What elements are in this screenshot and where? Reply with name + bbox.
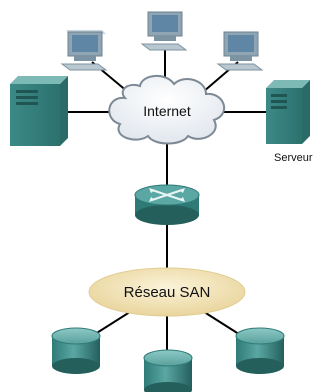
router-icon <box>134 184 200 225</box>
internet-label: Internet <box>143 103 191 119</box>
storage-disk-icon-right <box>235 327 285 374</box>
storage-disk-icon-left <box>51 327 101 374</box>
cloud-icon <box>108 75 226 145</box>
link-san-right-disk <box>200 309 243 337</box>
san-ellipse <box>88 267 246 317</box>
storage-disk-icon-center <box>143 349 193 392</box>
server-icon-right <box>266 80 310 144</box>
internet-cloud: Internet <box>108 75 226 145</box>
server-caption: Serveur <box>274 152 313 164</box>
computer-icon-center <box>140 11 188 51</box>
san-network: Réseau SAN <box>88 267 246 317</box>
server-icon-left <box>10 76 68 146</box>
computer-icon-left <box>60 30 108 71</box>
san-label: Réseau SAN <box>124 284 211 301</box>
computer-icon-right <box>216 31 264 71</box>
link-san-left-disk <box>91 309 134 337</box>
